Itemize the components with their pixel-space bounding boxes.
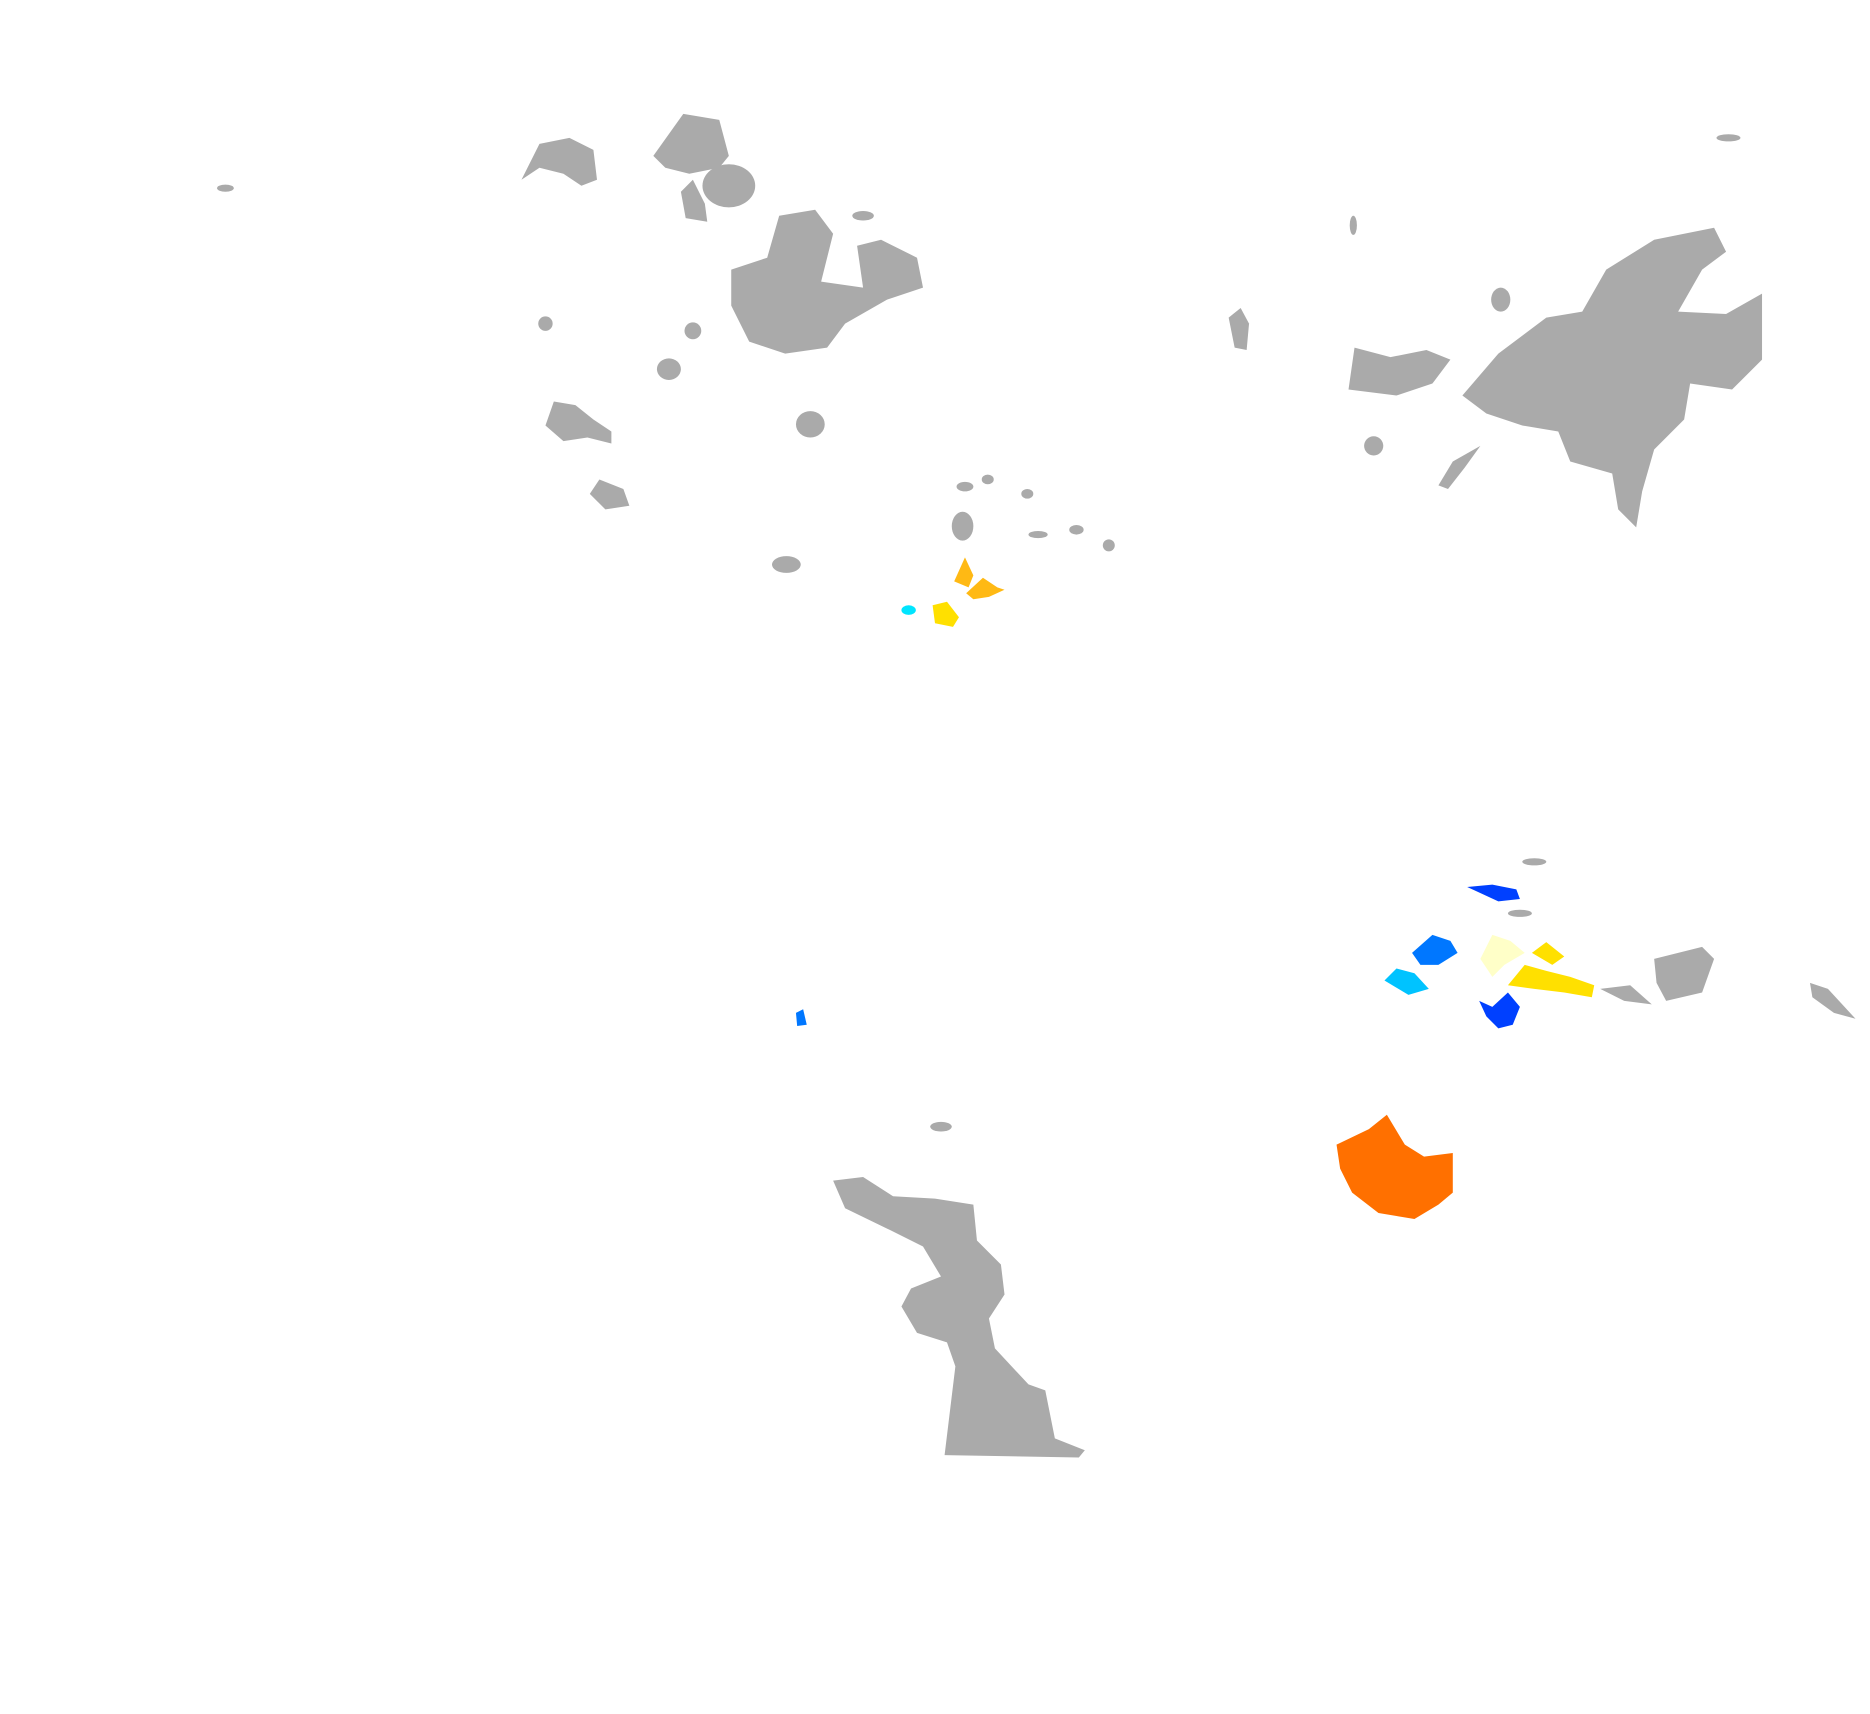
region [833, 1177, 1085, 1458]
region [852, 210, 874, 221]
region [589, 479, 630, 510]
region [653, 113, 729, 174]
region [1462, 227, 1763, 528]
region [956, 481, 974, 492]
region [1809, 982, 1856, 1019]
region-cyan [901, 605, 916, 615]
no-data-regions [217, 113, 1856, 1458]
region [1522, 858, 1547, 866]
region-blue [1479, 992, 1520, 1029]
region [1491, 287, 1511, 312]
region-yellow [932, 601, 959, 627]
region [951, 511, 974, 541]
region [1349, 215, 1357, 235]
region-orange [1336, 1114, 1453, 1219]
region [1654, 946, 1715, 1001]
region [680, 179, 708, 222]
region [217, 184, 234, 192]
region-sky-blue [1384, 968, 1429, 995]
region [1021, 489, 1034, 499]
region [1716, 134, 1741, 142]
region-yellow [1531, 942, 1565, 965]
region-blue [1467, 884, 1520, 902]
region [1438, 445, 1481, 490]
region [1507, 909, 1532, 917]
region [702, 164, 756, 208]
region-yellow [1507, 964, 1595, 998]
region [1028, 530, 1048, 539]
region-amber [966, 577, 1005, 600]
region-pale-yellow [1480, 934, 1525, 977]
region [1364, 436, 1384, 456]
region [1348, 347, 1451, 396]
region [731, 209, 924, 354]
colored-regions [795, 557, 1595, 1219]
region [684, 322, 702, 340]
region [930, 1121, 952, 1132]
region-azure [795, 1009, 807, 1027]
region [1600, 985, 1652, 1005]
region [521, 137, 597, 186]
region [656, 358, 681, 380]
region [1228, 308, 1250, 350]
region [795, 411, 825, 438]
region [1102, 539, 1115, 552]
region [981, 474, 994, 485]
region [1069, 524, 1084, 535]
region [538, 316, 553, 331]
region-azure [1412, 934, 1458, 965]
region [545, 401, 612, 444]
region-amber [954, 557, 974, 588]
region [771, 556, 801, 573]
